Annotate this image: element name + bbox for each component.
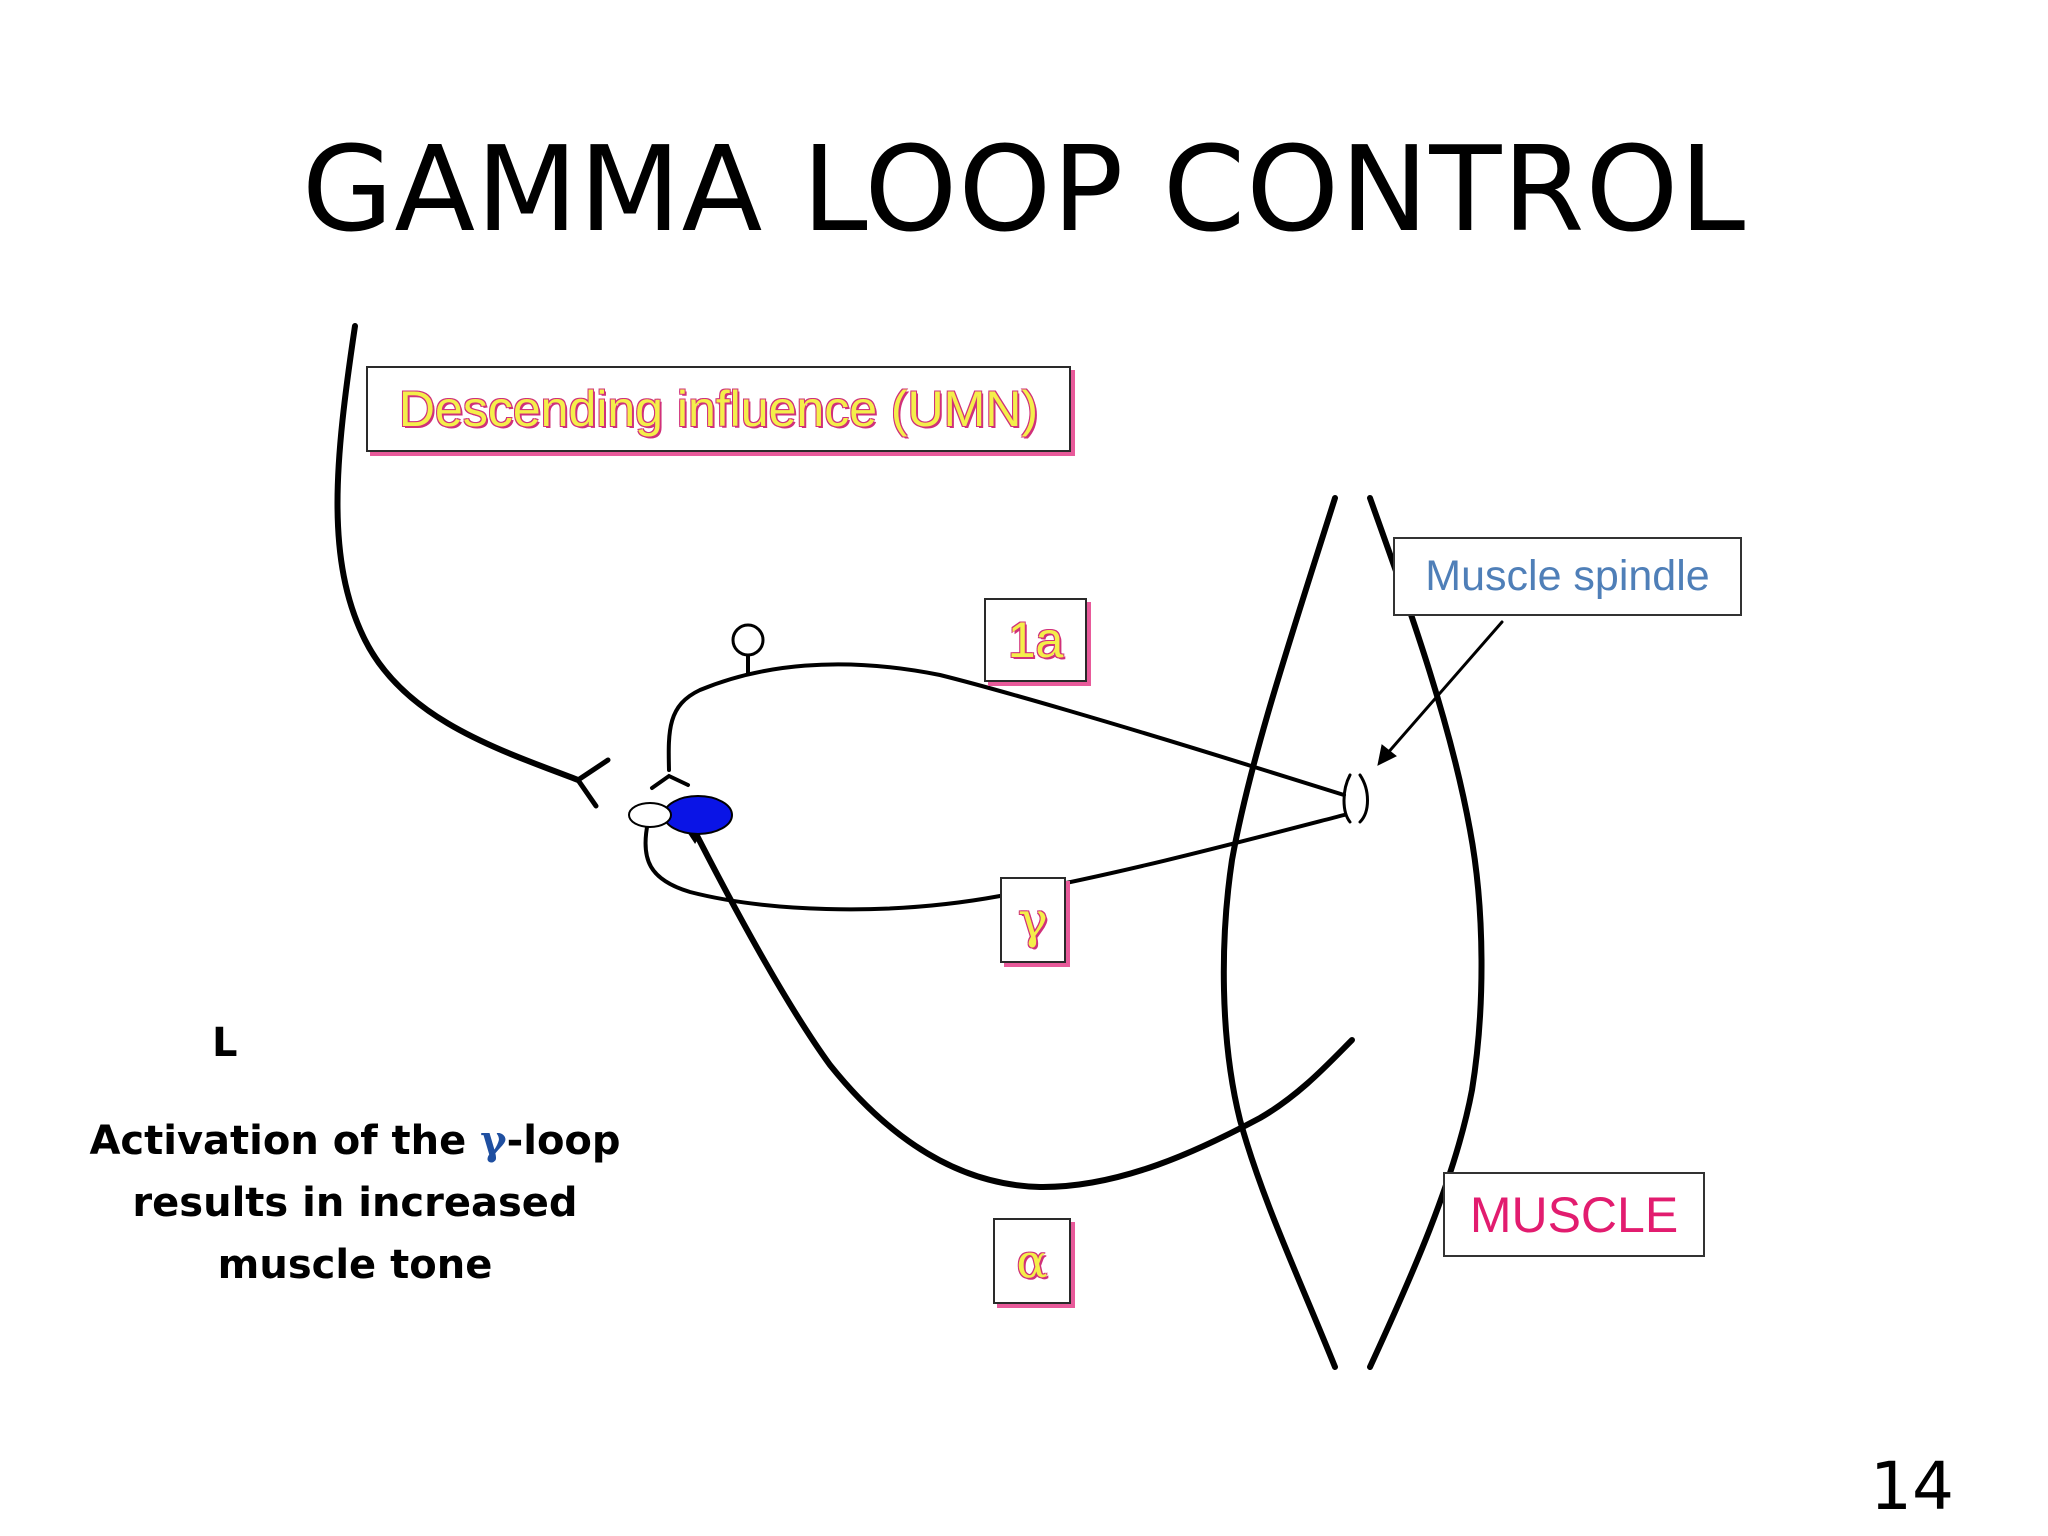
- muscle-label: MUSCLE: [1443, 1172, 1705, 1257]
- alpha-motor-neuron: [663, 795, 733, 835]
- alpha-fiber-text: α: [1016, 1234, 1048, 1288]
- alpha-efferent-fiber: [687, 819, 1355, 1191]
- caption-line-1: Activation of the γ-loop: [70, 1110, 640, 1172]
- spindle-pointer-line: [1384, 620, 1504, 757]
- spindle-receptor-right: [1358, 773, 1369, 824]
- caption: Activation of the γ-loop results in incr…: [70, 1110, 640, 1296]
- alpha-fiber-label: α: [993, 1218, 1071, 1304]
- page-number: 14: [1870, 1448, 1954, 1525]
- stray-mark: L: [212, 1020, 238, 1066]
- descending-influence-text: Descending influence (UMN): [398, 381, 1039, 437]
- fiber-1a-label: 1a: [984, 598, 1087, 682]
- afferent-synapse-terminal: [650, 773, 690, 790]
- muscle-spindle-label: Muscle spindle: [1393, 537, 1742, 616]
- caption-line-1-after: -loop: [506, 1118, 621, 1164]
- slide-title: GAMMA LOOP CONTROL: [301, 120, 1747, 258]
- sensory-cell-body: [731, 623, 765, 657]
- fiber-1a-text: 1a: [1007, 612, 1064, 668]
- caption-line-1-before: Activation of the: [89, 1118, 481, 1164]
- gamma-efferent-fiber: [643, 813, 1346, 912]
- gamma-fiber-label: γ: [1000, 877, 1066, 963]
- spindle-pointer-arrowhead: [1377, 744, 1397, 766]
- gamma-motor-neuron: [628, 802, 672, 828]
- afferent-1a-fiber: [666, 662, 1346, 797]
- descending-fiber: [334, 323, 581, 783]
- gamma-fiber-text: γ: [1018, 891, 1048, 949]
- caption-gamma-symbol: γ: [480, 1117, 507, 1164]
- descending-synapse-terminal: [575, 757, 611, 809]
- descending-influence-label: Descending influence (UMN): [366, 366, 1071, 452]
- muscle-outline-left: [1220, 495, 1338, 1370]
- muscle-outline-right: [1367, 495, 1485, 1370]
- spindle-receptor-left: [1342, 773, 1352, 824]
- caption-line-2: results in increased: [132, 1180, 578, 1226]
- caption-line-3: muscle tone: [217, 1242, 493, 1288]
